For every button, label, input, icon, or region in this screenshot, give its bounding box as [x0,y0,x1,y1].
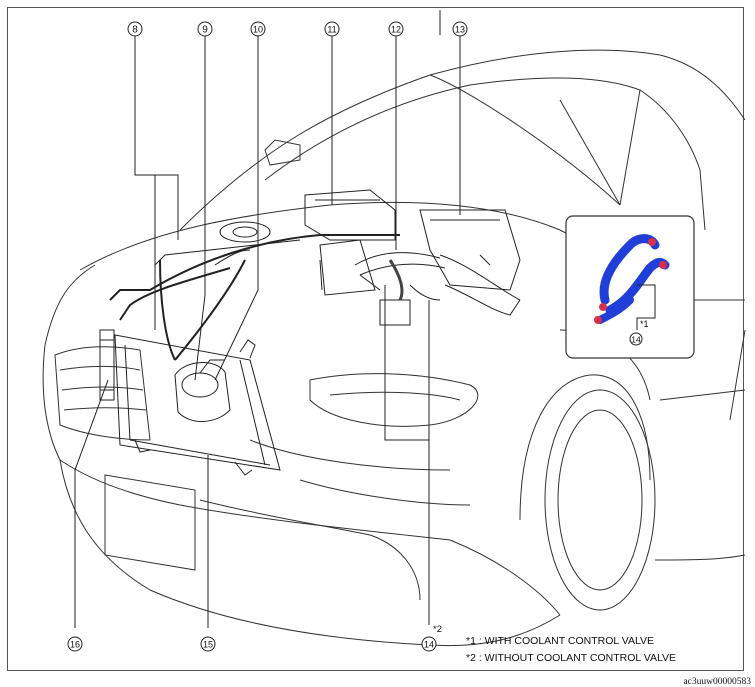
svg-text:8: 8 [132,25,138,36]
star2-mark: *2 [433,624,442,635]
callout-10: 10 [250,21,266,37]
note-with-coolant-valve: *1 : WITH COOLANT CONTROL VALVE [466,635,655,647]
callout-9: 9 [197,21,213,37]
note-without-coolant-valve: *2 : WITHOUT COOLANT CONTROL VALVE [466,652,677,664]
svg-text:13: 13 [455,25,465,35]
inset-star1-mark: *1 [640,319,649,329]
svg-text:10: 10 [253,25,263,35]
engine-bay-parts [99,189,521,476]
inset-leader [636,284,656,330]
callout-12: 12 [388,21,404,37]
callout-13: 13 [452,21,468,37]
svg-text:15: 15 [203,640,213,650]
callout-16: 16 [67,636,83,652]
leader-lines [74,10,461,628]
svg-text:9: 9 [202,25,208,36]
hose-clamp-4 [594,316,602,324]
hose-clamp-3 [599,303,607,311]
inset-callout-14: 14 [631,335,641,345]
svg-text:11: 11 [327,25,336,35]
svg-text:14: 14 [424,640,434,650]
hose-clamp-2 [659,261,667,269]
image-id: ac3uuw00000583 [683,677,751,687]
inset-callout-circle [629,332,643,346]
callout-14: 14 [421,636,437,652]
inset-detail: *1 14 [565,215,695,359]
svg-text:16: 16 [70,640,80,650]
callout-15: 15 [200,636,216,652]
hose-clamp-1 [648,238,656,246]
callout-8: 8 [127,21,143,37]
callout-11: 11 [324,21,340,37]
car-body [42,49,746,647]
callout-markers: 8 9 10 11 12 13 14 15 [67,21,468,652]
svg-text:12: 12 [391,25,401,35]
coolant-hose-c [596,296,634,324]
